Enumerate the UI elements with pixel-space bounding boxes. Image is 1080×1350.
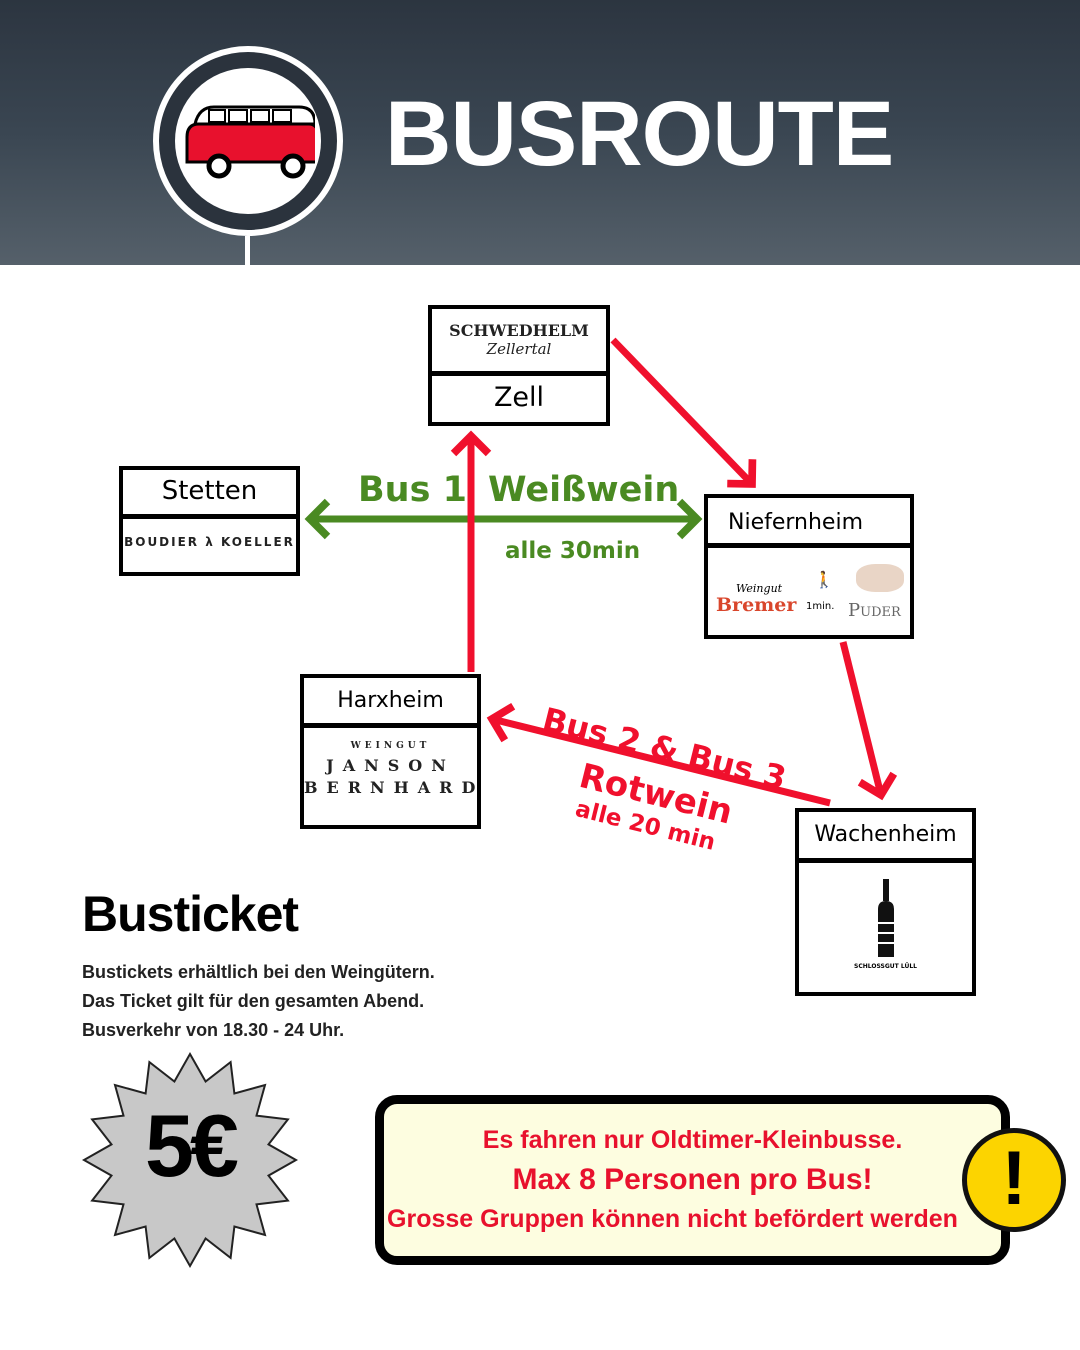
sign-pole xyxy=(245,236,250,306)
notice-line: Es fahren nur Oldtimer-Kleinbusse. xyxy=(482,1126,903,1154)
janson-logo-mid: JANSON xyxy=(326,756,455,775)
stop-name: Stetten xyxy=(123,470,296,519)
price: 5€ xyxy=(145,1096,239,1195)
ticket-line: Das Ticket gilt für den gesamten Abend. xyxy=(82,991,425,1011)
walk-time: 1min. xyxy=(806,601,835,612)
stop-wachenheim: Wachenheim SCHLOSSGUT LÜLL xyxy=(795,808,976,996)
schlossgut-logo: SCHLOSSGUT LÜLL xyxy=(854,963,917,970)
stop-niefernheim: Niefernheim Weingut Bremer 🚶 1min. Puder xyxy=(704,494,914,639)
wine-bottle-icon xyxy=(876,879,896,957)
ticket-heading: Busticket xyxy=(82,886,299,942)
stop-zell: SCHWEDHELM Zellertal Zell xyxy=(428,305,610,426)
vw-bus-icon xyxy=(185,105,315,179)
stop-name: Zell xyxy=(493,382,545,413)
notice-line: Grosse Gruppen können nicht befördert we… xyxy=(387,1205,958,1233)
puder-crest-icon xyxy=(856,564,904,592)
schwedhelm-logo-sub: Zellertal xyxy=(486,340,552,358)
ticket-line: Busverkehr von 18.30 - 24 Uhr. xyxy=(82,1020,345,1040)
wachenheim-harxheim-arrow xyxy=(486,702,831,807)
puder-logo: Puder xyxy=(848,600,901,621)
notice-line: Max 8 Personen pro Bus! xyxy=(512,1163,873,1196)
page-title: BUSROUTE xyxy=(385,83,894,185)
stop-name: Harxheim xyxy=(304,678,477,728)
bus-badge xyxy=(153,46,343,236)
niefernheim-wachenheim-arrow xyxy=(839,641,898,801)
janson-logo-top: WEINGUT xyxy=(350,741,431,751)
bremer-logo-script: Weingut xyxy=(736,582,783,595)
walking-icon: 🚶 xyxy=(814,570,834,589)
boudier-koeller-logo: BOUDIER λ KOELLER xyxy=(124,535,295,549)
exclamation-icon: ! xyxy=(962,1128,1066,1232)
bus1-label: Bus 1 xyxy=(358,470,467,510)
price-starburst xyxy=(81,1051,299,1269)
bremer-logo: Bremer xyxy=(716,594,797,616)
schwedhelm-logo: SCHWEDHELM xyxy=(449,321,589,340)
zell-niefernheim-arrow xyxy=(610,337,757,488)
bus1-frequency: alle 30min xyxy=(505,538,641,564)
notice-box: Es fahren nur Oldtimer-Kleinbusse. Max 8… xyxy=(375,1095,1010,1265)
janson-logo-bot: BERNHARD xyxy=(304,778,485,797)
stop-name: Niefernheim xyxy=(708,498,910,548)
bus1-wine: Weißwein xyxy=(488,470,680,510)
stop-name: Wachenheim xyxy=(799,812,972,863)
stop-harxheim: Harxheim WEINGUT JANSON BERNHARD xyxy=(300,674,481,829)
ticket-line: Bustickets erhältlich bei den Weingütern… xyxy=(82,962,435,982)
stop-stetten: Stetten BOUDIER λ KOELLER xyxy=(119,466,300,576)
